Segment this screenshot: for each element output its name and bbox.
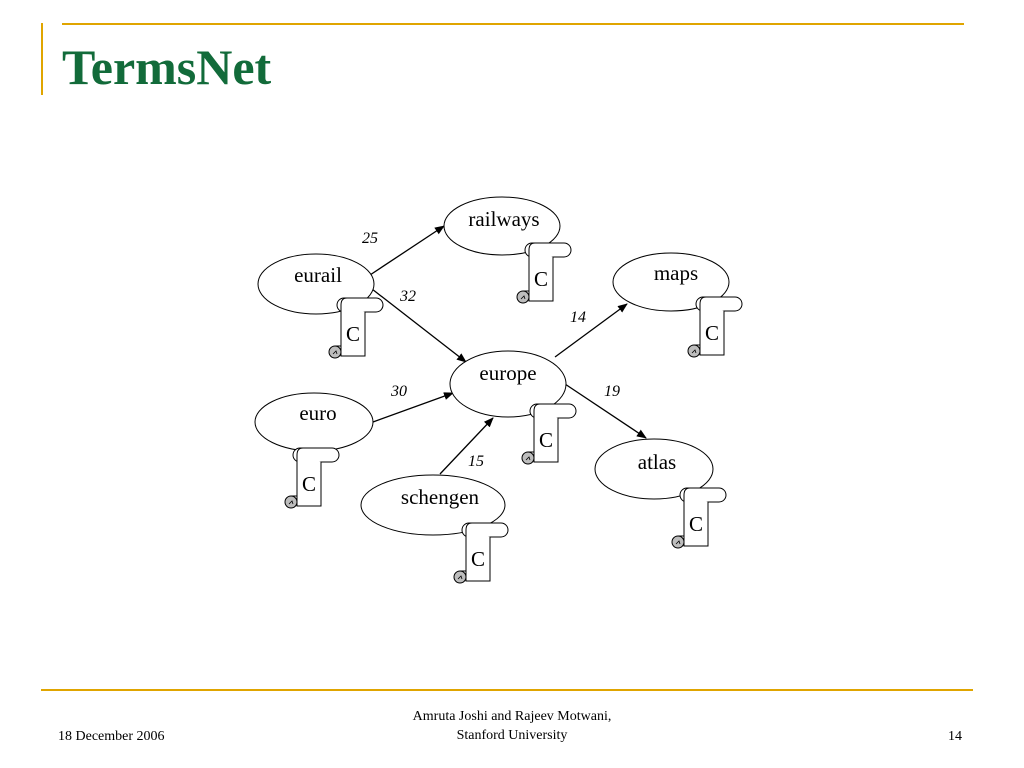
- edge-weight: 19: [604, 383, 620, 400]
- top-rule: [62, 23, 964, 25]
- node-atlas: atlas: [594, 438, 714, 500]
- footer-date: 18 December 2006: [58, 729, 165, 744]
- edge-europe-maps: 14: [554, 303, 628, 358]
- node-maps: maps: [612, 252, 730, 312]
- edge-weight: 32: [399, 288, 416, 305]
- edge-eurail-railways: 25: [362, 225, 445, 276]
- node-label: europe: [479, 361, 536, 385]
- scroll-badge-label: C: [539, 428, 553, 452]
- footer-credit: Amruta Joshi and Rajeev Motwani, Stanfor…: [0, 707, 1024, 745]
- node-railways: railways: [443, 196, 561, 256]
- slide-title: TermsNet: [62, 39, 272, 95]
- node-schengen: schengen: [360, 474, 506, 536]
- edge-euro-europe: 30: [372, 383, 454, 423]
- scroll-badge-label: C: [471, 547, 485, 571]
- scroll-badge-label: C: [689, 512, 703, 536]
- edge-weight: 14: [570, 309, 586, 326]
- left-rule: [41, 23, 43, 95]
- node-label: atlas: [638, 450, 676, 474]
- scroll-badge-label: C: [346, 322, 360, 346]
- footer-affiliation: Stanford University: [456, 728, 568, 743]
- node-europe: europe: [449, 350, 567, 418]
- scroll-icon: C: [516, 242, 572, 304]
- edge-schengen-europe: 15: [439, 417, 494, 475]
- scroll-icon: C: [687, 296, 743, 358]
- node-label: schengen: [401, 485, 480, 509]
- scroll-icon: C: [328, 297, 384, 359]
- scroll-icon: C: [671, 487, 727, 549]
- bottom-rule: [41, 689, 973, 691]
- edge-eurail-europe: 32: [371, 288, 467, 363]
- scroll-badge-label: C: [534, 267, 548, 291]
- scroll-icon: C: [284, 447, 340, 509]
- node-label: maps: [654, 261, 698, 285]
- scroll-badge-label: C: [302, 472, 316, 496]
- edge-weight: 25: [362, 230, 378, 247]
- footer-authors: Amruta Joshi and Rajeev Motwani,: [412, 709, 612, 724]
- edge-europe-atlas: 19: [564, 383, 647, 439]
- scroll-badge-label: C: [705, 321, 719, 345]
- edge-weight: 30: [390, 383, 407, 400]
- node-label: euro: [299, 401, 336, 425]
- node-euro: euro: [254, 392, 374, 452]
- node-label: eurail: [294, 263, 342, 287]
- scroll-icon: C: [453, 522, 509, 584]
- scroll-icon: C: [521, 403, 577, 465]
- node-label: railways: [468, 207, 539, 231]
- edge-weight: 15: [468, 453, 484, 470]
- page-number: 14: [948, 729, 962, 744]
- scroll-badges: C C C C C C C: [284, 242, 743, 584]
